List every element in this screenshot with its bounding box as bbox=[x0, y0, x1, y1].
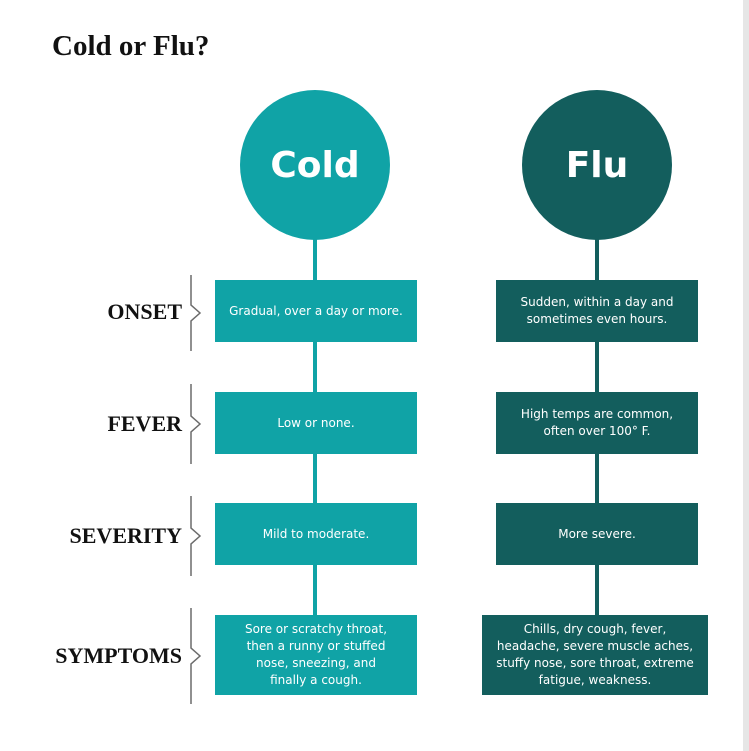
cold-fever-box: Low or none. bbox=[215, 392, 417, 454]
flu-onset-text: Sudden, within a day and sometimes even … bbox=[520, 295, 674, 326]
flu-header-circle: Flu bbox=[522, 90, 672, 240]
cold-fever-text: Low or none. bbox=[277, 415, 355, 430]
cold-header-circle: Cold bbox=[240, 90, 390, 240]
row-bracket-severity bbox=[190, 496, 202, 576]
flu-symptoms-box: Chills, dry cough, fever, headache, seve… bbox=[482, 615, 708, 695]
row-bracket-onset bbox=[190, 275, 202, 351]
right-edge-border bbox=[743, 0, 749, 751]
row-bracket-fever bbox=[190, 384, 202, 464]
flu-fever-box: High temps are common, often over 100° F… bbox=[496, 392, 698, 454]
cold-symptoms-box: Sore or scratchy throat, then a runny or… bbox=[215, 615, 417, 695]
row-label-fever: FEVER bbox=[107, 411, 182, 436]
cold-symptoms-text: Sore or scratchy throat, then a runny or… bbox=[244, 622, 388, 687]
cold-severity-text: Mild to moderate. bbox=[262, 526, 370, 541]
row-bracket-symptoms bbox=[190, 608, 202, 704]
row-label-onset: ONSET bbox=[107, 299, 182, 324]
flu-onset-box: Sudden, within a day and sometimes even … bbox=[496, 280, 698, 342]
cold-severity-box: Mild to moderate. bbox=[215, 503, 417, 565]
cold-header-label: Cold bbox=[270, 144, 360, 186]
flu-fever-text: High temps are common, often over 100° F… bbox=[520, 407, 674, 438]
cold-onset-text: Gradual, over a day or more. bbox=[229, 303, 403, 318]
flu-severity-text: More severe. bbox=[558, 526, 636, 541]
row-label-severity: SEVERITY bbox=[69, 523, 182, 548]
page-title: Cold or Flu? bbox=[52, 30, 210, 62]
flu-symptoms-text: Chills, dry cough, fever, headache, seve… bbox=[496, 622, 694, 687]
row-label-symptoms: SYMPTOMS bbox=[55, 643, 182, 668]
flu-severity-box: More severe. bbox=[496, 503, 698, 565]
cold-onset-box: Gradual, over a day or more. bbox=[215, 280, 417, 342]
flu-header-label: Flu bbox=[565, 144, 629, 186]
